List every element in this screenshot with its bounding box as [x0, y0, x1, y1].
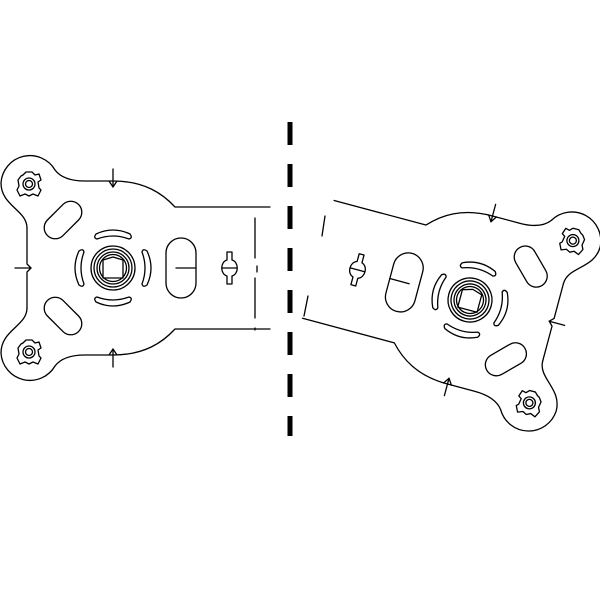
- plate-right: [288, 150, 600, 439]
- edge-marks: [303, 215, 326, 317]
- plate-left: [0, 154, 271, 382]
